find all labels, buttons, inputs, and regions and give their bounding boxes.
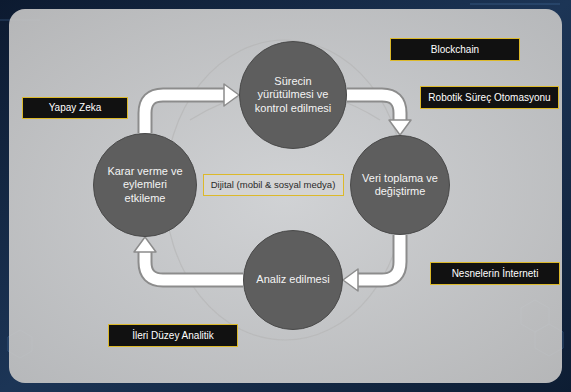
circle-text: Analiz edilmesi (256, 273, 329, 286)
cycle-arrow (343, 235, 400, 291)
label-box: Yapay Zeka (22, 97, 128, 119)
cycle-arrow (145, 84, 239, 133)
cycle-arrow (347, 95, 411, 135)
label-text: İleri Düzey Analitik (132, 330, 214, 342)
cycle-arrow (134, 237, 243, 280)
label-text: Dijital (mobil & sosyal medya) (211, 179, 336, 190)
label-text: Nesnelerin İnterneti (452, 268, 539, 280)
label-box: Blockchain (390, 38, 520, 61)
circle-text: Karar verme ve eylemleri etkileme (105, 165, 186, 205)
label-box: Robotik Süreç Otomasyonu (420, 86, 559, 109)
label-box: Nesnelerin İnterneti (430, 262, 560, 285)
label-text: Blockchain (431, 44, 479, 56)
label-box: İleri Düzey Analitik (108, 324, 238, 347)
circle-text: Veri toplama ve değiştirme (361, 172, 439, 198)
process-circle: Veri toplama ve değiştirme (350, 135, 450, 235)
label-text: Yapay Zeka (49, 102, 102, 114)
process-circle: Karar verme ve eylemleri etkileme (93, 133, 197, 237)
label-text: Robotik Süreç Otomasyonu (428, 92, 550, 104)
process-circle: Sürecin yürütülmesi ve kontrol edilmesi (239, 41, 347, 149)
circle-text: Sürecin yürütülmesi ve kontrol edilmesi (251, 75, 335, 115)
process-circle: Analiz edilmesi (243, 230, 343, 330)
label-box: Dijital (mobil & sosyal medya) (203, 174, 344, 196)
